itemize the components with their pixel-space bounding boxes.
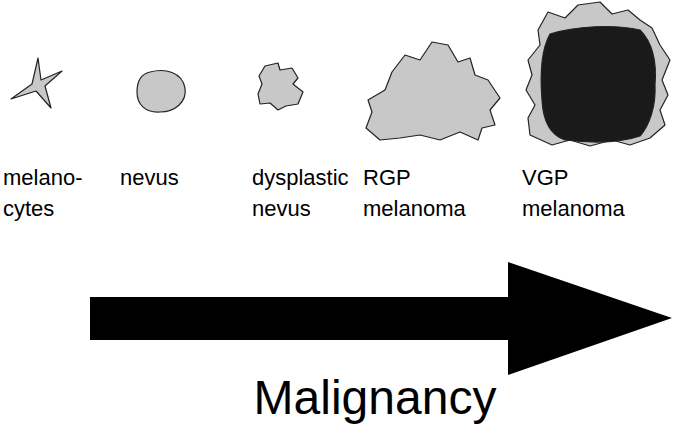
stage-label: VGP melanoma [522, 162, 647, 224]
stage-label: nevus [120, 162, 210, 193]
cell-outline [258, 63, 303, 110]
stage-label: dysplastic nevus [252, 162, 364, 224]
cell-outline [137, 71, 185, 113]
cell-outline [526, 2, 670, 146]
cell-outline [11, 58, 62, 108]
cell-outline [366, 42, 500, 140]
cell-stage: dysplastic nevus [252, 55, 364, 228]
stage-label: melano- cytes [3, 162, 85, 224]
cell-stage: VGP melanoma [522, 0, 680, 228]
cell-stage: nevus [120, 60, 210, 197]
axis-label: Malignancy [150, 370, 600, 426]
stage-label: RGP melanoma [363, 162, 488, 224]
cell-stage: melano- cytes [3, 40, 88, 228]
malignancy-arrow [90, 262, 672, 375]
cell-stage: RGP melanoma [363, 35, 508, 228]
cell-outline [541, 27, 655, 142]
cell-shape [522, 0, 680, 228]
